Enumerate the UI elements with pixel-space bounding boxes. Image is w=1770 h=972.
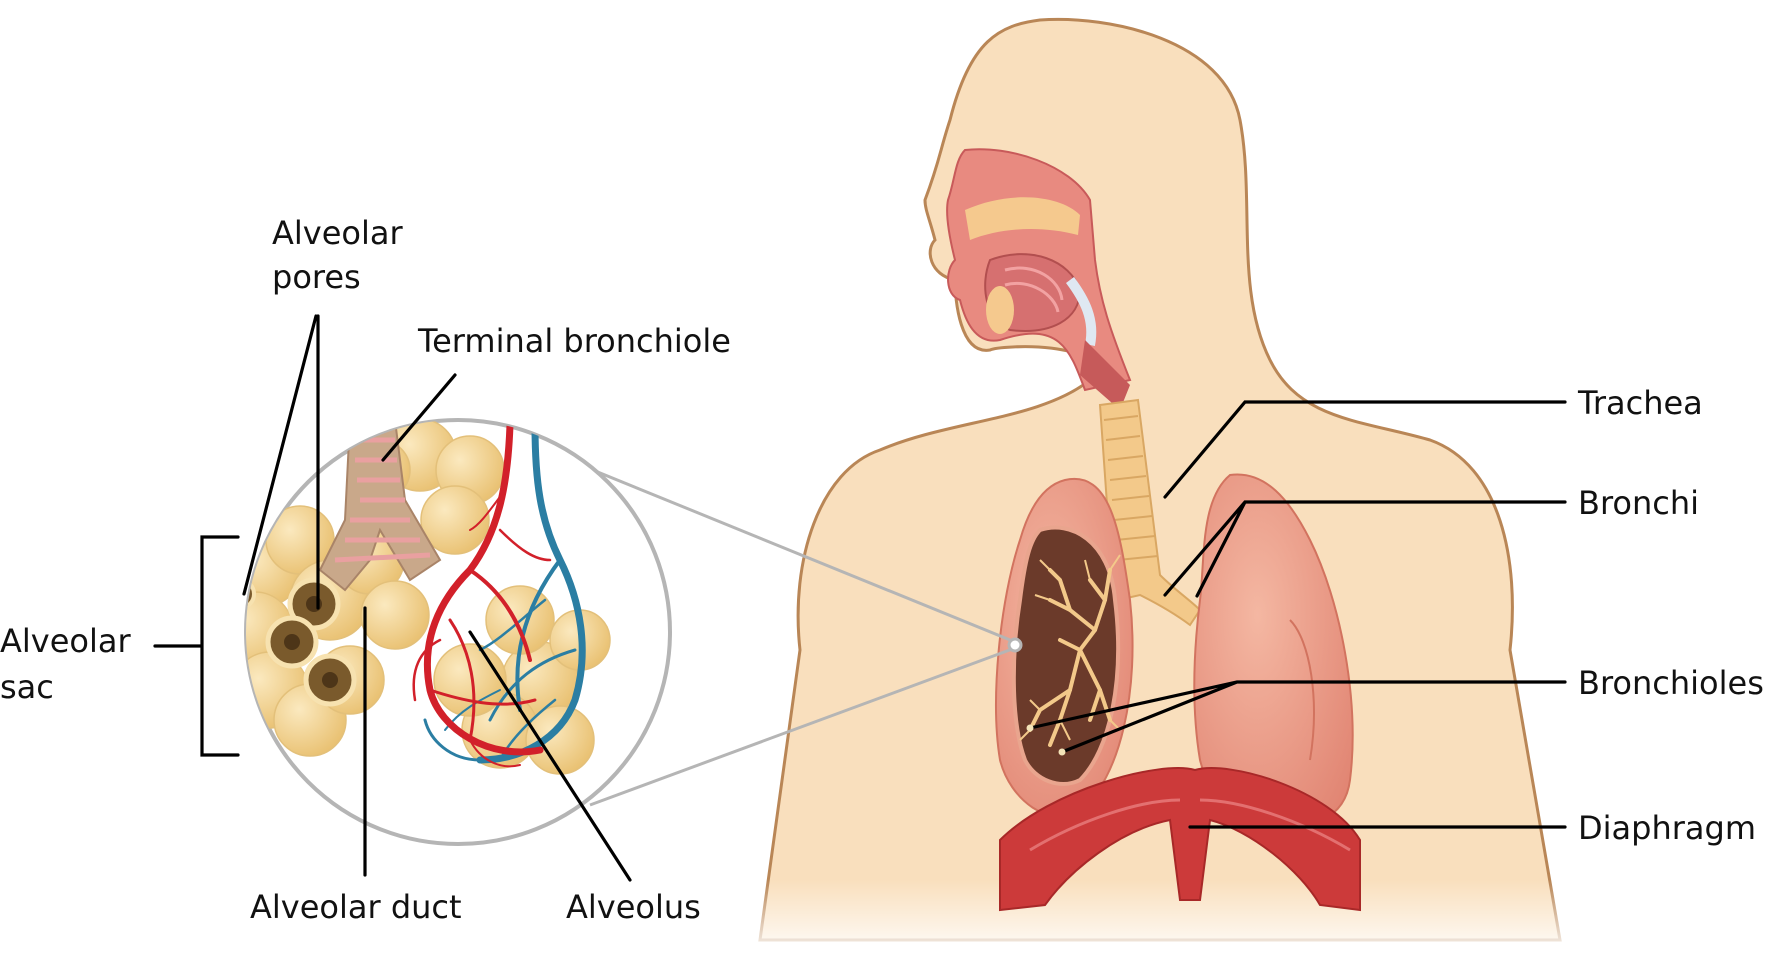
label-alveolar-pores-2: pores — [272, 258, 361, 296]
right-leader-lines — [1028, 400, 1567, 829]
bronchiole-tree — [1028, 568, 1112, 747]
alveolar-pore-openings — [246, 577, 357, 707]
alveoli-magnifier — [244, 418, 672, 846]
alveolar-sac-bracket — [153, 535, 240, 757]
label-trachea: Trachea — [1577, 384, 1703, 422]
bronchiole-point-2 — [1058, 748, 1066, 756]
label-alveolar-sac-2: sac — [0, 668, 54, 706]
left-leader-lines — [242, 314, 632, 882]
label-bronchi: Bronchi — [1578, 484, 1699, 522]
label-alveolar-pores-1: Alveolar — [272, 214, 403, 252]
terminal-bronchiole-tube — [318, 420, 442, 592]
diaphragm-muscle — [999, 767, 1361, 912]
fine-bronchioles — [1019, 554, 1121, 741]
label-alveolar-duct: Alveolar duct — [250, 888, 462, 926]
left-lung — [995, 477, 1134, 818]
vein-capillaries — [423, 421, 586, 764]
label-alveolus: Alveolus — [566, 888, 701, 926]
head-airway-section — [946, 148, 1132, 410]
artery-capillaries — [412, 421, 552, 768]
label-diaphragm: Diaphragm — [1578, 809, 1756, 847]
label-bronchioles: Bronchioles — [1578, 664, 1764, 702]
labels: Alveolar pores Terminal bronchiole Alveo… — [0, 214, 1764, 926]
bronchiole-point-1 — [1026, 724, 1034, 732]
label-terminal-bronchiole: Terminal bronchiole — [417, 322, 731, 360]
label-alveolar-sac-1: Alveolar — [0, 622, 131, 660]
